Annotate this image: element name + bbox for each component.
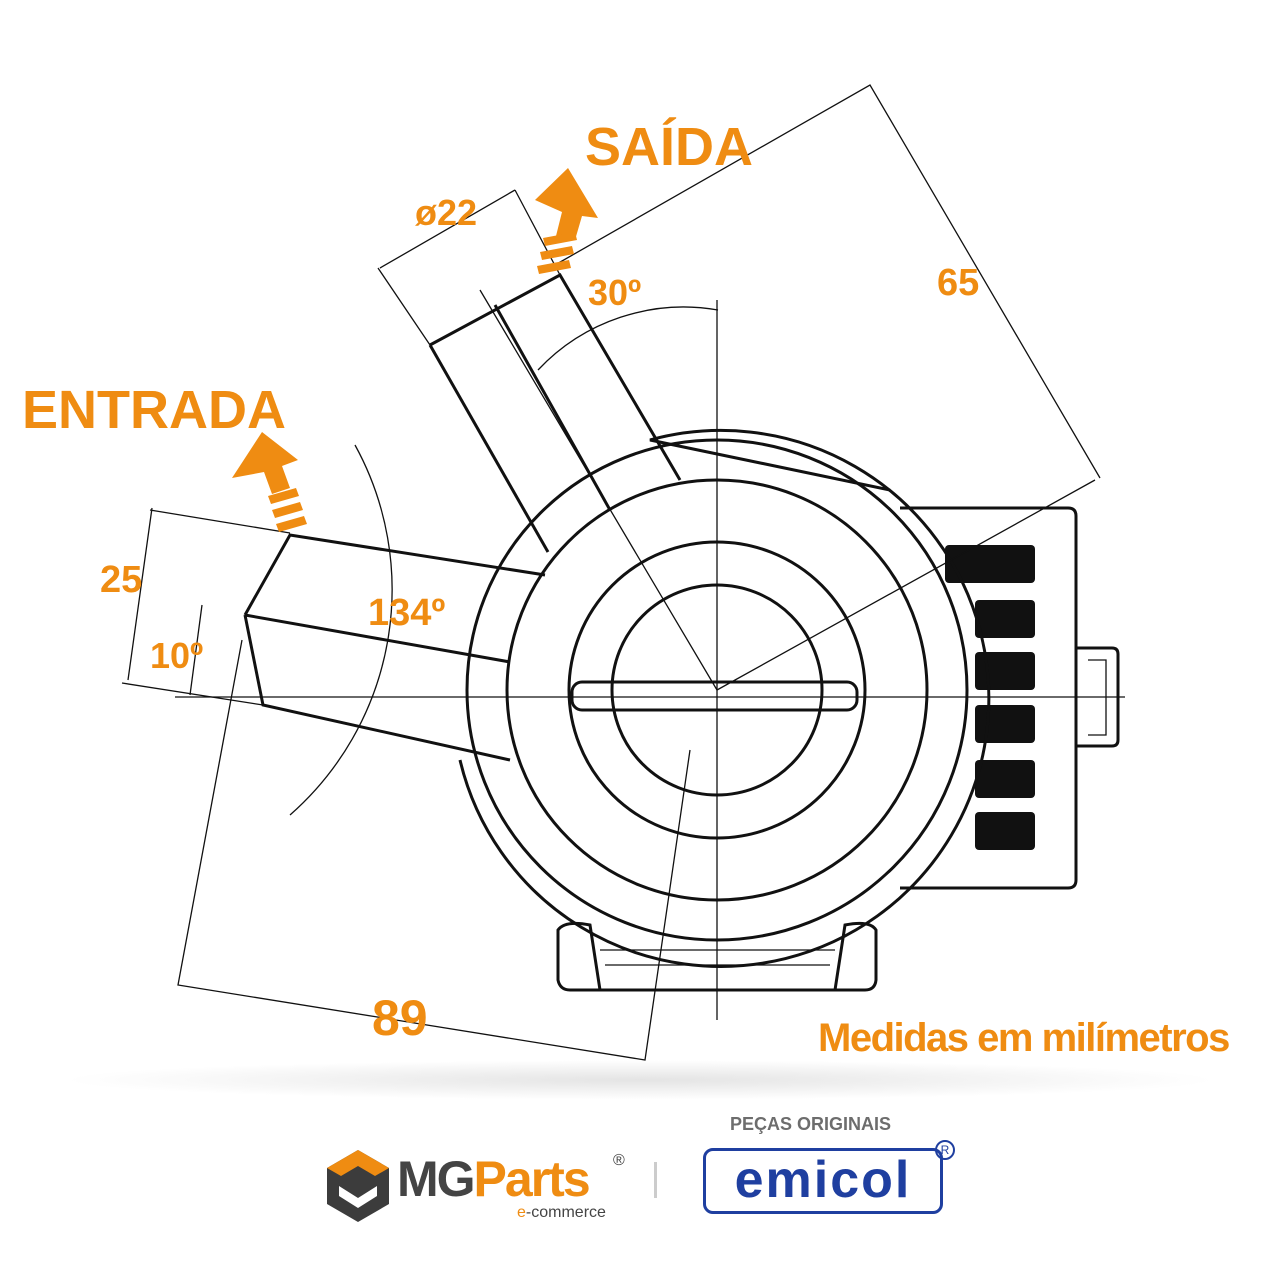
units-note: Medidas em milímetros	[818, 1016, 1230, 1060]
dim-25-label: 25	[100, 559, 142, 601]
saida-arrow-icon	[535, 168, 598, 274]
mg-registered: ®	[613, 1152, 625, 1169]
entrada-arrow-icon	[232, 432, 307, 532]
pecas-originais-label: PEÇAS ORIGINAIS	[730, 1114, 892, 1134]
logo-divider	[654, 1162, 657, 1198]
angle-134-label: 134º	[368, 592, 445, 634]
dim-89-label: 89	[372, 990, 428, 1046]
angle-30-label: 30º	[588, 272, 641, 313]
angle-10-label: 10º	[150, 635, 203, 676]
dimension-lines	[121, 84, 1125, 1061]
saida-label: SAÍDA	[585, 117, 753, 177]
inlet-pipe	[243, 533, 546, 762]
mg-tagline-e: e	[517, 1204, 526, 1221]
cooling-fins	[945, 545, 1035, 850]
mg-brand-2: Parts	[473, 1151, 591, 1207]
mg-tagline-commerce: -commerce	[525, 1204, 606, 1221]
motor-housing	[556, 506, 1120, 992]
outlet-pipe	[428, 272, 682, 553]
mgparts-hexagon-icon	[327, 1150, 389, 1222]
pump-body	[458, 428, 991, 968]
emicol-registered: R	[935, 1140, 955, 1160]
entrada-label: ENTRADA	[22, 380, 286, 440]
dim-65-label: 65	[937, 262, 979, 304]
mg-brand-1: MG	[397, 1151, 476, 1207]
diameter-label: ø22	[415, 192, 477, 233]
floor-shadow	[60, 1060, 1220, 1100]
emicol-logo: emicol	[703, 1148, 943, 1214]
mgparts-logo: MGParts ® e-commerce	[325, 1148, 625, 1228]
